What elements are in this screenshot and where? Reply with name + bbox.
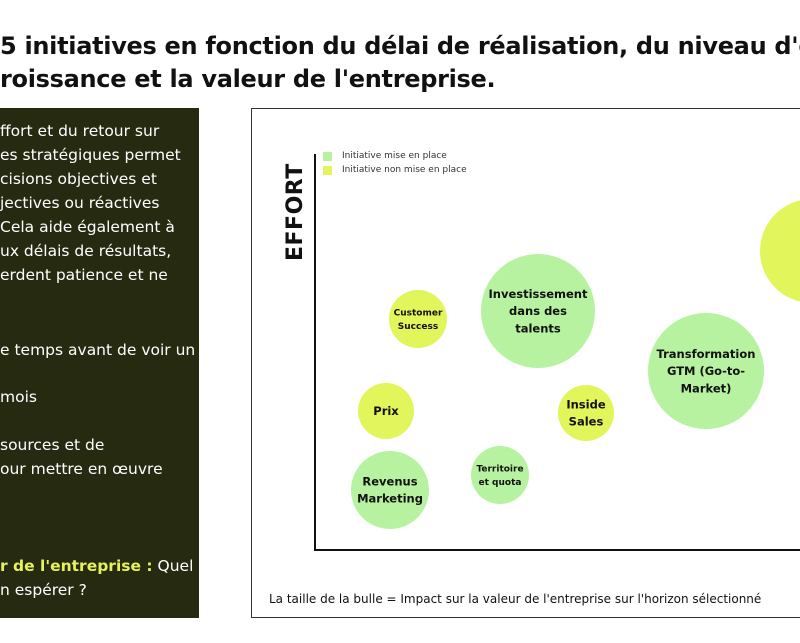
legend-swatch: [323, 165, 332, 175]
bubble-label: Marketing: [357, 492, 423, 506]
description-line: our mettre en œuvre: [0, 460, 163, 478]
legend-label: Initiative non mise en place: [342, 165, 467, 175]
chart-legend: Initiative mise en place Initiative non …: [323, 149, 467, 177]
description-line-highlight: r de l'entreprise : Quel: [0, 557, 193, 575]
bubble-label: Inside: [566, 397, 605, 411]
highlight-tail: Quel: [152, 557, 194, 575]
bubble-label: Transformation: [657, 347, 756, 361]
bubble-label: Revenus: [362, 474, 417, 488]
description-line: sources et de: [0, 436, 105, 454]
bubble-label: GTM (Go-to-: [667, 364, 745, 378]
bubble: [358, 383, 414, 439]
bubble-label: dans des: [509, 304, 567, 318]
description-panel: ffort et du retour sur es stratégiques p…: [0, 108, 199, 618]
bubble: [351, 451, 429, 529]
bubble-label: et quota: [479, 478, 522, 488]
highlight-text: r de l'entreprise :: [0, 557, 153, 575]
bubble-label: Success: [398, 322, 438, 332]
description-line: ffort et du retour sur: [0, 122, 160, 140]
bubble: [558, 385, 614, 441]
bubble-label: Investissement: [488, 287, 588, 301]
bubble-label: Sales: [569, 415, 604, 429]
description-line: Cela aide également à: [0, 218, 175, 236]
description-line: cisions objectives et: [0, 170, 157, 188]
page-title: 5 initiatives en fonction du délai de ré…: [0, 30, 800, 96]
bubble: [648, 313, 764, 429]
chart-panel: Initiative mise en place Initiative non …: [251, 108, 800, 618]
description-line: e temps avant de voir un: [0, 341, 196, 359]
description-line: jectives ou réactives: [0, 194, 160, 212]
bubble: [760, 200, 800, 302]
bubble: [389, 290, 447, 348]
bubble-label: Customer: [394, 308, 443, 318]
description-line: es stratégiques permet: [0, 146, 181, 164]
bubble: [471, 446, 529, 504]
description-line: erdent patience et ne: [0, 266, 168, 284]
description-line: mois: [0, 388, 37, 406]
title-line-1: 5 initiatives en fonction du délai de ré…: [0, 32, 800, 60]
bubble-label: Prix: [373, 404, 399, 418]
bubble-label: talents: [515, 321, 561, 335]
bubble: [481, 254, 595, 368]
legend-item-implemented: Initiative mise en place: [323, 149, 467, 163]
chart-caption: La taille de la bulle = Impact sur la va…: [269, 592, 762, 606]
description-line: ux délais de résultats,: [0, 242, 172, 260]
legend-label: Initiative mise en place: [342, 151, 447, 161]
description-line: n espérer ?: [0, 581, 87, 599]
legend-swatch: [323, 151, 332, 161]
bubble-label: Territoire: [476, 464, 523, 474]
bubble-label: Market): [681, 381, 732, 395]
legend-item-not-implemented: Initiative non mise en place: [323, 163, 467, 177]
title-line-2: roissance et la valeur de l'entreprise.: [0, 65, 496, 93]
